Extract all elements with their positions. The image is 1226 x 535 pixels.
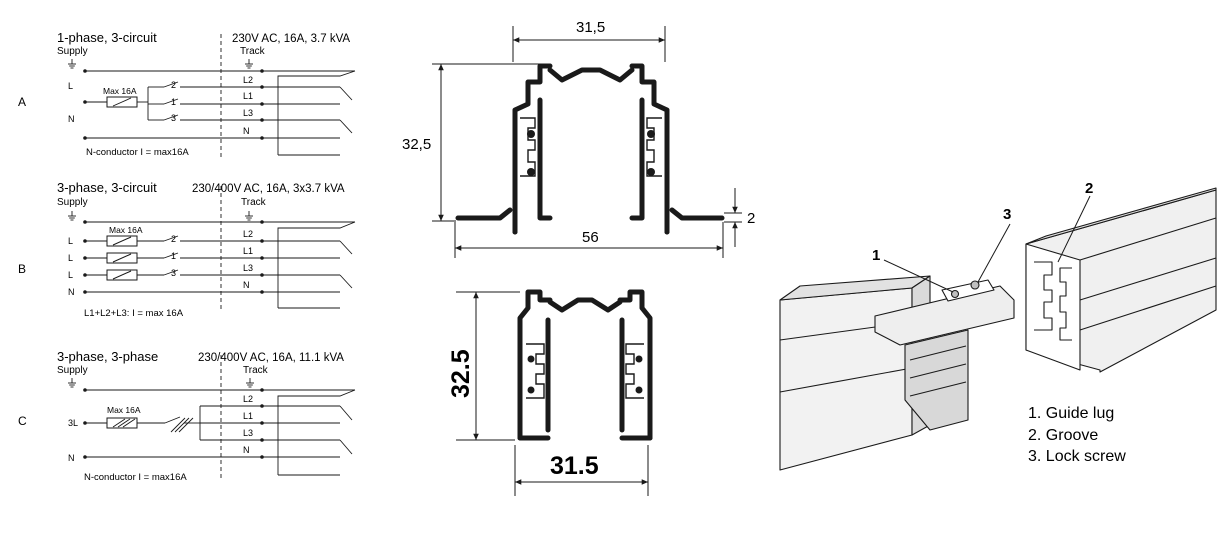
diagram-title-a: 1-phase, 3-circuit — [57, 30, 157, 45]
supply-line-label: 3L — [68, 418, 78, 428]
callout-number-2: 2 — [1085, 180, 1093, 197]
callout-leader-1 — [883, 259, 954, 293]
track-label-c: Track — [243, 365, 269, 376]
supply-line-label: L — [68, 270, 73, 280]
dimension-flange: 2 — [747, 210, 755, 227]
callout-number-1: 1 — [872, 247, 880, 264]
track-line-label: L1 — [243, 411, 253, 421]
diagram-title-c: 3-phase, 3-phase — [57, 349, 158, 364]
ground-icon — [67, 58, 77, 69]
row-label-c: C — [18, 414, 27, 428]
track-connector-illustration: 1 2 3 1. Guide lug 2. Groove 3. Lock scr… — [779, 180, 1217, 471]
supply-line-label: N — [68, 287, 75, 297]
wiring-diagram-a: A 1-phase, 3-circuit 230V AC, 16A, 3.7 k… — [18, 30, 356, 158]
track-line-label: L2 — [243, 75, 253, 85]
legend-item-guide-lug: 1. Guide lug — [1028, 405, 1114, 422]
fuse-label-b: Max 16A — [109, 225, 143, 235]
switch-number: 2 — [171, 234, 176, 244]
diagram-title-b: 3-phase, 3-circuit — [57, 180, 157, 195]
track-line-label: L2 — [243, 394, 253, 404]
fuse-icon — [106, 417, 138, 429]
track-profile-dimensioned: 31,5 32,5 56 2 — [402, 19, 755, 258]
supply-line-label: N — [68, 453, 75, 463]
current-note-a: N-conductor I = max16A — [86, 147, 189, 158]
track-line-label: L2 — [243, 229, 253, 239]
legend-item-lock-screw: 3. Lock screw — [1028, 448, 1126, 465]
supply-line-label: L — [68, 253, 73, 263]
track-label-a: Track — [240, 46, 266, 57]
callout-leader-2 — [1057, 195, 1091, 263]
diagram-spec-a: 230V AC, 16A, 3.7 kVA — [232, 33, 350, 45]
supply-label-c: Supply — [57, 365, 88, 376]
legend-item-groove: 2. Groove — [1028, 427, 1098, 444]
callout-number-3: 3 — [1003, 206, 1011, 223]
supply-line-label: L — [68, 81, 73, 91]
switch-number: 1 — [171, 251, 176, 261]
dimension-width-bottom: 31.5 — [550, 452, 599, 480]
track-line-label: N — [243, 445, 250, 455]
fuse-label-a: Max 16A — [103, 86, 137, 96]
current-note-b: L1+L2+L3: I = max 16A — [84, 308, 184, 319]
fuse-label-c: Max 16A — [107, 405, 141, 415]
track-line-label: L1 — [243, 91, 253, 101]
track-label-b: Track — [241, 197, 267, 208]
current-note-c: N-conductor I = max16A — [84, 472, 187, 483]
switch-number: 3 — [171, 268, 176, 278]
ground-icon — [244, 58, 254, 69]
diagram-spec-c: 230/400V AC, 16A, 11.1 kVA — [198, 352, 344, 364]
track-line-label: L3 — [243, 428, 253, 438]
wiring-diagram-b: B 3-phase, 3-circuit 230/400V AC, 16A, 3… — [18, 180, 356, 319]
connector-body — [874, 279, 1015, 431]
dimension-width-top: 31,5 — [576, 19, 605, 36]
row-label-a: A — [18, 95, 26, 109]
switch-number: 3 — [171, 113, 176, 123]
row-label-b: B — [18, 262, 26, 276]
supply-line-label: L — [68, 236, 73, 246]
supply-label-b: Supply — [57, 197, 88, 208]
dimension-height-bottom: 32.5 — [447, 349, 475, 398]
ground-icon — [245, 377, 255, 388]
track-profile-compact: 32.5 31.5 — [447, 289, 653, 496]
callout-leader-3 — [977, 223, 1011, 283]
ground-icon — [244, 210, 254, 221]
wiring-diagram-c: C 3-phase, 3-phase 230/400V AC, 16A, 11.… — [18, 349, 356, 483]
guide-lug-icon — [950, 289, 960, 299]
diagram-spec-b: 230/400V AC, 16A, 3x3.7 kVA — [192, 183, 345, 195]
ground-icon — [67, 210, 77, 221]
track-line-label: N — [243, 126, 250, 136]
supply-line-label: N — [68, 114, 75, 124]
track-line-label: L3 — [243, 108, 253, 118]
track-line-label: L1 — [243, 246, 253, 256]
ground-icon — [67, 377, 77, 388]
track-line-label: N — [243, 280, 250, 290]
track-line-label: L3 — [243, 263, 253, 273]
right-track-section — [1025, 187, 1217, 373]
supply-label-a: Supply — [57, 46, 88, 57]
switch-number: 1 — [171, 97, 176, 107]
dimension-width-base: 56 — [582, 229, 599, 246]
track-profile-section — [455, 63, 725, 235]
lock-screw-icon — [970, 280, 980, 290]
switch-number: 2 — [171, 80, 176, 90]
track-profile-section — [517, 289, 653, 441]
dimension-height-top: 32,5 — [402, 136, 431, 153]
